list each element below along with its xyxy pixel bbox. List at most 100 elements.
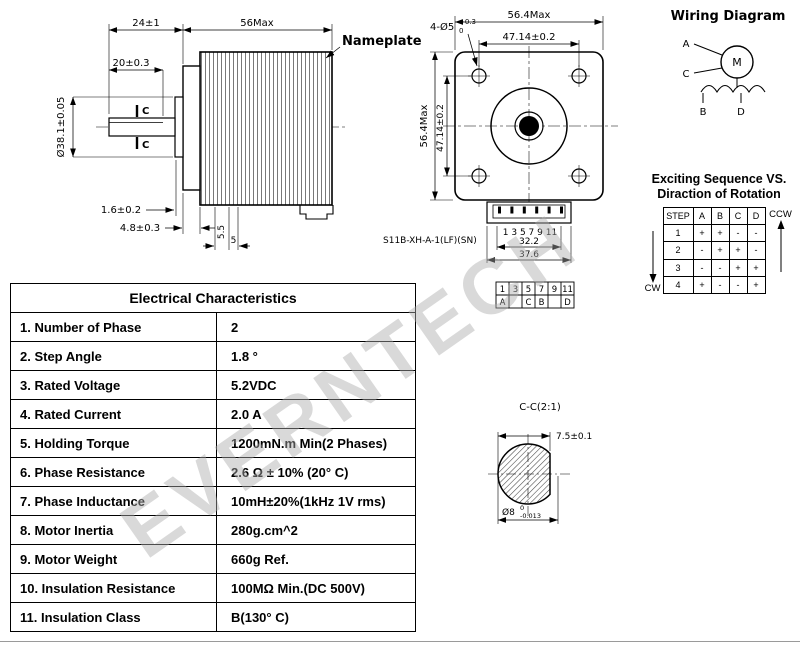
connector-pins (498, 206, 563, 214)
side-dimension-lines (70, 27, 341, 249)
terminal-a-label: A (683, 39, 690, 50)
spec-value: 2.6 Ω ± 10% (20° C) (216, 457, 416, 487)
sequence-title-line1: Exciting Sequence VS. (651, 172, 787, 186)
seq-cell: + (728, 241, 748, 260)
electrical-characteristics-table: Electrical Characteristics 1. Number of … (10, 283, 416, 632)
motor-body-side (199, 51, 333, 206)
wiring-labels: Wiring Diagram M A C B D (671, 9, 786, 118)
seq-cell: 2 (662, 241, 694, 260)
pin-cell-4: 9 (552, 285, 557, 295)
winding-coil (700, 84, 766, 94)
spec-value: 280g.cm^2 (216, 515, 416, 545)
holes-tol-lower: 0 (459, 27, 463, 35)
seq-cell: + (746, 258, 766, 277)
shaft-dia-tol-upper: 0 (520, 504, 524, 512)
lead-a (693, 43, 723, 56)
seq-cell: + (710, 241, 730, 260)
shaft-circle (519, 116, 539, 136)
sequence-title-line2: Diraction of Rotation (657, 187, 781, 201)
spec-value: 2.0 A (216, 399, 416, 429)
spec-value: 1.8 ° (216, 341, 416, 371)
spec-label: 3. Rated Voltage (10, 370, 217, 400)
seq-header-d: D (746, 206, 766, 226)
ccw-label: CCW (769, 209, 792, 220)
seq-cell: 4 (662, 275, 694, 295)
spec-label: 2. Step Angle (10, 341, 217, 371)
front-view (430, 16, 618, 309)
section-mark-c-bottom: C (142, 140, 149, 151)
mounting-hole-crosshairs (468, 65, 590, 187)
seq-cell: + (728, 258, 748, 277)
lead-c (693, 67, 723, 74)
pin-cell-0: 1 (500, 285, 505, 295)
holes-tol-upper: +0.3 (459, 18, 476, 26)
seq-cell: - (728, 275, 748, 295)
side-view (70, 24, 346, 250)
sequence-table: STEP A B C D 1 + + - - 2 - + + (662, 206, 766, 295)
connector-inner (492, 204, 566, 219)
seq-cell: - (746, 241, 766, 260)
front-view-labels: 4-Ø5 +0.3 0 56.4Max 47.14±0.2 56.4Max 47… (383, 10, 573, 308)
seq-cell: + (692, 224, 712, 243)
spec-label: 7. Phase Inductance (10, 486, 217, 516)
sequence-row: 4 + - - + (662, 275, 766, 295)
dim-flat-length: 20±0.3 (112, 58, 149, 69)
technical-drawings: 24±1 56Max 20±0.3 Ø38.1±0.05 C C 1.6±0.2… (55, 9, 786, 309)
section-dimension-lines (498, 433, 558, 523)
section-mark-c-top: C (142, 106, 149, 117)
seq-cell: + (746, 275, 766, 295)
nameplate-label: Nameplate (342, 34, 422, 49)
ccw-arrow (777, 220, 784, 272)
dim-boss-height: 1.6±0.2 (101, 205, 141, 216)
dim-across-flat: 7.5±0.1 (556, 432, 592, 442)
seq-cell: + (692, 275, 712, 295)
dim-connector-pins-width: 32.2 (519, 237, 539, 247)
dim-front-width: 56.4Max (508, 10, 551, 21)
cw-direction-column: CW (643, 207, 663, 294)
connector-pin-numbers: 1 3 5 7 9 11 (503, 228, 557, 238)
front-dimension-lines (432, 19, 603, 263)
spec-value: 100MΩ Min.(DC 500V) (216, 573, 416, 603)
sequence-row: 1 + + - - (662, 224, 766, 243)
shaft-side (108, 117, 176, 137)
pin-cell-5: 11 (562, 285, 573, 295)
dim-flange-thickness: 4.8±0.3 (120, 223, 160, 234)
exciting-sequence-panel: Exciting Sequence VS. Diraction of Rotat… (636, 172, 800, 295)
electrical-table-title: Electrical Characteristics (10, 283, 416, 313)
electrical-header-row: Electrical Characteristics (10, 283, 416, 313)
seq-cell: + (710, 224, 730, 243)
side-view-labels: 24±1 56Max 20±0.3 Ø38.1±0.05 C C 1.6±0.2… (55, 18, 422, 246)
seq-cell: - (710, 258, 730, 277)
front-endcap-side (182, 65, 201, 191)
connector-side-profile (299, 205, 334, 220)
seq-header-b: B (710, 206, 730, 226)
seq-cell: - (728, 224, 748, 243)
cw-label: CW (644, 283, 661, 294)
dim-hole-spacing-v: 47.14±0.2 (436, 104, 446, 152)
terminal-c-label: C (683, 69, 690, 80)
dim-shaft-diameter: Ø8 (502, 507, 515, 518)
pin-cell-1: 3 (513, 285, 518, 295)
sequence-row: 3 - - + + (662, 258, 766, 277)
holes-callout: 4-Ø5 (430, 21, 454, 33)
terminal-b-label: B (700, 107, 707, 118)
seq-cell: - (692, 241, 712, 260)
spec-value: 10mH±20%(1kHz 1V rms) (216, 486, 416, 516)
dim-connector-width: 37.6 (519, 250, 539, 260)
dim-shaft-length: 24±1 (132, 18, 159, 29)
seq-cell: 1 (662, 224, 694, 243)
seq-cell: - (692, 258, 712, 277)
seq-cell: - (746, 224, 766, 243)
spec-value: 5.2VDC (216, 370, 416, 400)
signal-cell-2: C (526, 298, 532, 308)
pin-cell-2: 5 (526, 285, 531, 295)
